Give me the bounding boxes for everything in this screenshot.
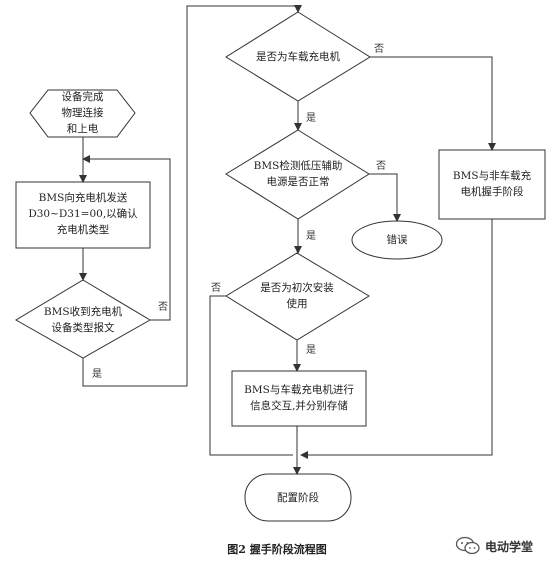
edge-nononboard-merge: [300, 219, 493, 459]
lowvolt-decision-label: BMS检测低压辅助 电源是否正常: [253, 160, 343, 188]
edge-label-onboard-no: 否: [374, 44, 384, 55]
edge-label-recv-no: 否: [158, 302, 168, 313]
nononboard-box-label: BMS与非车载充 电机握手阶段: [452, 170, 532, 198]
watermark-text: 电动学堂: [485, 539, 534, 554]
edge-lowvolt-no: [369, 173, 401, 222]
send-box-label: BMS向充电机发送 D30~D31=00,以确认 充电机类型: [28, 192, 138, 236]
edge-label-recv-yes: 是: [92, 369, 102, 380]
edge-onboard-no: [370, 56, 496, 151]
onboard-decision-label: 是否为车载充电机: [256, 51, 340, 63]
exchange-box-label: BMS与车载充电机进行 信息交互,并分别存储: [244, 384, 354, 412]
edge-recv-yes-to-onboard: [82, 5, 302, 387]
start-node: [29, 89, 136, 138]
edge-label-first-yes: 是: [306, 345, 316, 356]
edge-label-lowvolt-no: 否: [376, 161, 386, 172]
edge-label-first-no: 否: [211, 283, 221, 294]
first-install-decision-label: 是否为初次安装 使用: [260, 282, 334, 310]
edge-label-lowvolt-yes: 是: [306, 231, 316, 242]
edge-label-onboard-yes: 是: [306, 113, 316, 124]
recv-decision-label: BMS收到充电机 设备类型报文: [43, 306, 123, 334]
start-node-label: 设备完成 物理连接 和上电: [61, 91, 104, 135]
watermark: 电动学堂: [455, 532, 547, 560]
figure-caption: 图2 握手阶段流程图: [227, 543, 327, 556]
error-terminal-label: 错误: [386, 234, 408, 246]
edge-recv-no-loop: [82, 155, 171, 321]
config-terminal-label: 配置阶段: [277, 492, 319, 504]
edge-first-no: [209, 295, 293, 456]
send-process-box: [15, 181, 151, 249]
wechat-icon: [455, 536, 480, 555]
